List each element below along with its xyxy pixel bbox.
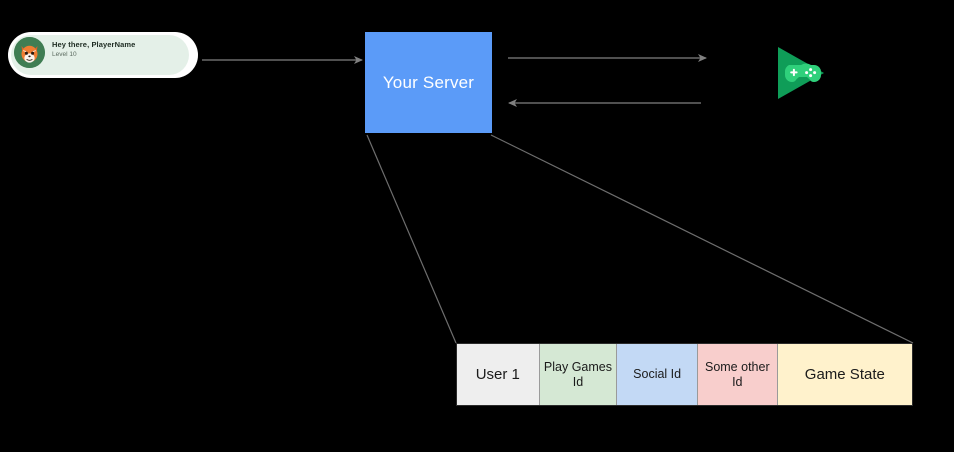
server-to-table-left-line: [366, 134, 457, 344]
server-to-table-right-line: [490, 134, 914, 344]
your-server-label: Your Server: [382, 72, 475, 92]
table-cell-social-id: Social Id: [617, 344, 698, 405]
user-record-table: User 1 Play Games Id Social Id Some othe…: [456, 343, 913, 406]
player-card-text: Hey there, PlayerName Level 10: [52, 39, 182, 60]
table-cell-play-games-id: Play Games Id: [539, 344, 618, 405]
fox-avatar-icon: [14, 37, 45, 68]
your-server-box[interactable]: Your Server: [365, 32, 492, 133]
google-play-games-icon: [772, 43, 832, 103]
player-greeting: Hey there, PlayerName: [52, 40, 136, 49]
table-cell-user: User 1: [457, 344, 540, 405]
table-cell-game-state: Game State: [777, 344, 913, 405]
player-profile-card[interactable]: Hey there, PlayerName Level 10: [8, 32, 198, 78]
player-level: Level 10: [52, 51, 77, 58]
table-cell-some-other-id: Some other Id: [697, 344, 778, 405]
